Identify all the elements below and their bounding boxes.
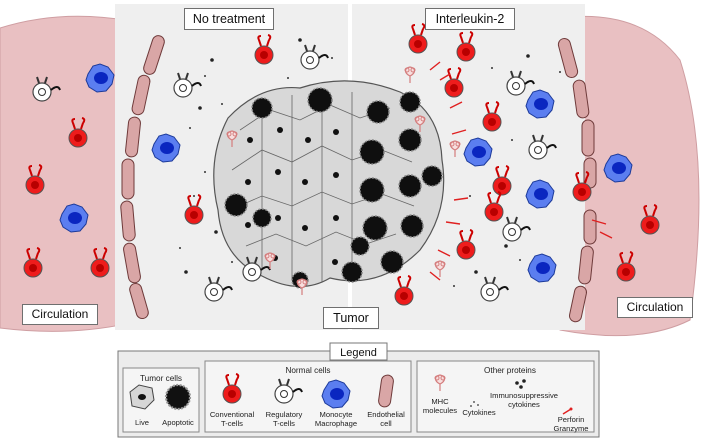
endothelial-wall-right	[557, 37, 597, 323]
legend-regulatory-label-1: Regulatory	[266, 410, 303, 419]
tumor-mass	[213, 80, 445, 289]
immunosuppressive-specks	[184, 38, 530, 274]
legend-perforin-label-2: Granzyme	[553, 424, 588, 433]
legend-cytokine-icon	[470, 401, 479, 407]
legend-apoptotic-tumor-icon	[164, 383, 192, 411]
legend-perforin-icon	[562, 407, 573, 415]
legend-perforin-label-1: Perforin	[558, 415, 585, 424]
legend-title-box	[329, 342, 388, 361]
legend-mhc-label-2: molecules	[423, 406, 457, 415]
circulation-right-region	[559, 15, 700, 337]
legend-immunosuppressive-label-2: cytokines	[508, 400, 540, 409]
legend-title: Legend	[340, 347, 377, 359]
legend-mhc-label-1: MHC	[431, 397, 449, 406]
circulation-label-left: Circulation	[22, 304, 98, 325]
legend-immunosuppressive-icon	[515, 379, 526, 389]
legend-conventional-label-1: Conventional	[210, 410, 255, 419]
tumor-label: Tumor	[323, 307, 379, 329]
panel-title-no-treatment: No treatment	[184, 8, 274, 30]
legend-proteins-group	[416, 360, 595, 433]
legend-live-label: Live	[135, 418, 149, 427]
legend-tumor-heading: Tumor cells	[140, 374, 182, 383]
legend-conventional-label-2: T-cells	[221, 419, 243, 428]
legend-endothelial-label-1: Endothelial	[367, 410, 405, 419]
panel-title-interleukin-2: Interleukin-2	[425, 8, 515, 30]
legend-immunosuppressive-label-1: Immunosuppressive	[490, 391, 558, 400]
legend-endothelial-label-2: cell	[380, 419, 392, 428]
legend-apoptotic-label: Apoptotic	[162, 418, 194, 427]
legend-monocyte-label-2: Macrophage	[315, 419, 357, 428]
circulation-label-right: Circulation	[617, 297, 693, 318]
legend-monocyte-label-1: Monocyte	[320, 410, 353, 419]
legend-normal-heading: Normal cells	[285, 366, 330, 375]
legend-regulatory-label-2: T-cells	[273, 419, 295, 428]
legend-proteins-heading: Other proteins	[484, 366, 536, 375]
right-panel-cells	[394, 23, 613, 306]
cytokine-specks	[179, 57, 561, 287]
legend-endothelial-icon	[378, 374, 394, 408]
legend-live-tumor-icon	[129, 384, 155, 410]
endothelial-wall-left	[120, 35, 165, 320]
legend-cytokines-label: Cytokines	[462, 408, 496, 417]
